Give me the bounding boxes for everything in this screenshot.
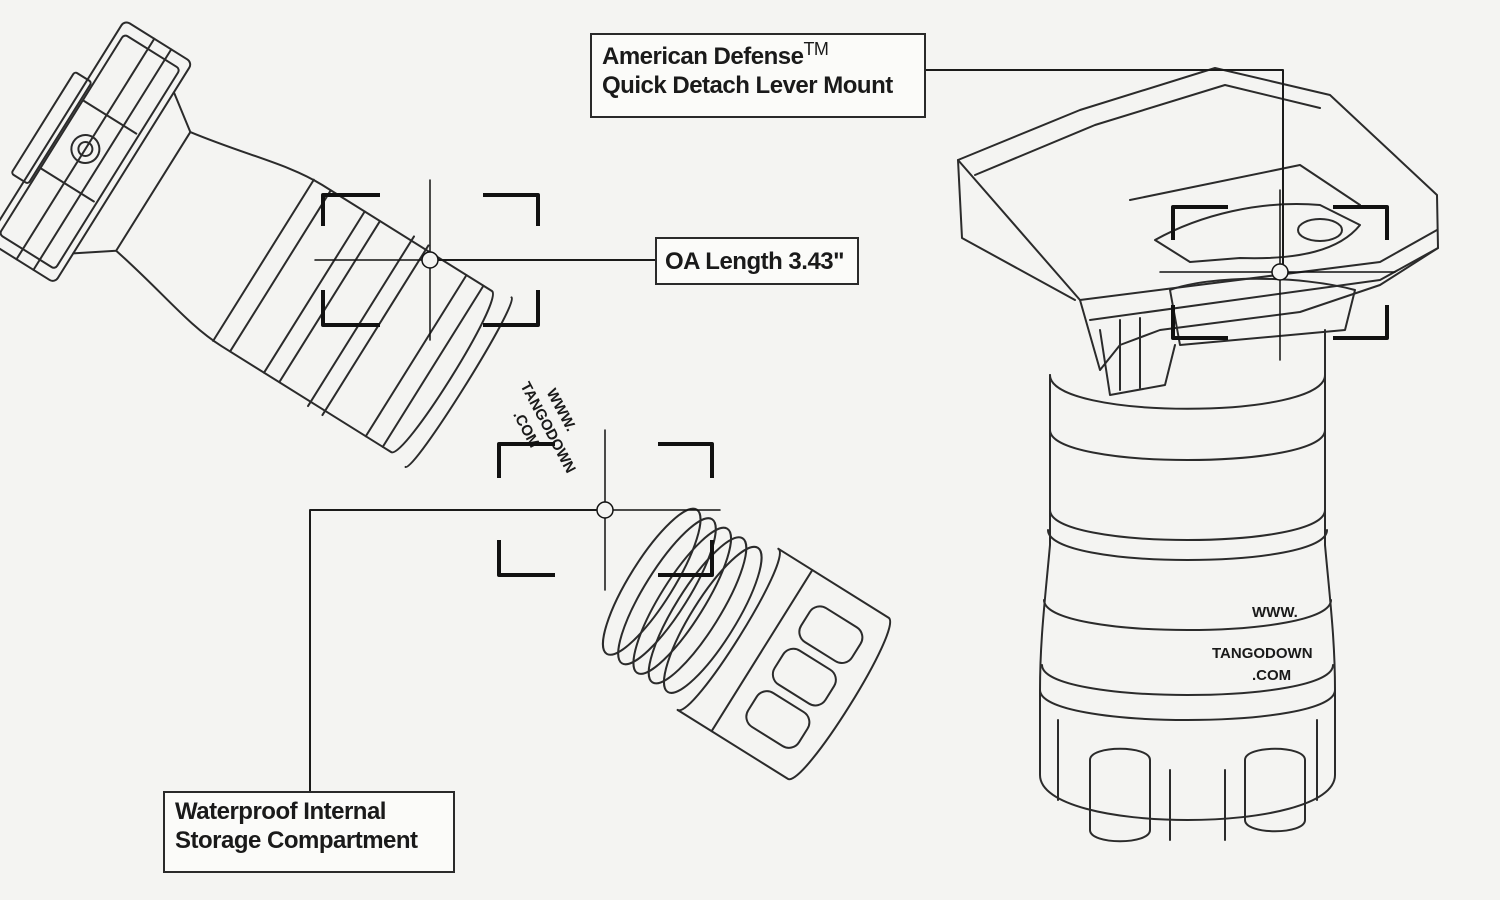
left-storage-cap: [601, 507, 892, 780]
callout-mount-brand: American Defense: [602, 43, 804, 70]
callout-mount-line1: American DefenseTM: [602, 39, 914, 71]
trademark-symbol: TM: [803, 39, 829, 59]
crosshair-length: [321, 193, 540, 327]
leader-lines: [309, 69, 1284, 791]
right-marking-brand: TANGODOWN: [1212, 645, 1313, 662]
left-grip-marking: WWW. TANGODOWN .COM: [509, 379, 579, 476]
right-grip: [957, 67, 1439, 843]
right-marking-www: WWW.: [1252, 604, 1298, 621]
crosshair-mount-lines: [1159, 189, 1396, 361]
crosshair-mount: [1171, 205, 1389, 340]
callout-storage-line2: Storage Compartment: [175, 827, 418, 855]
callout-overall-length: OA Length 3.43": [655, 237, 859, 285]
left-grip-body: [0, 21, 513, 469]
right-marking-domain: .COM: [1252, 667, 1291, 684]
right-grip-marking: WWW. TANGODOWN .COM: [1212, 604, 1313, 684]
left-rail-mount: [0, 21, 192, 282]
callout-storage-compartment: Waterproof Internal Storage Compartment: [163, 791, 455, 873]
callout-storage-line1: Waterproof Internal: [175, 798, 386, 825]
leader-storage: [309, 509, 597, 791]
callout-length-text: OA Length 3.43": [665, 248, 845, 275]
leader-mount: [926, 69, 1284, 265]
callout-mount-line2: Quick Detach Lever Mount: [602, 72, 893, 100]
crosshair-storage: [497, 442, 714, 577]
callout-quick-detach-mount: American DefenseTM Quick Detach Lever Mo…: [590, 33, 926, 118]
